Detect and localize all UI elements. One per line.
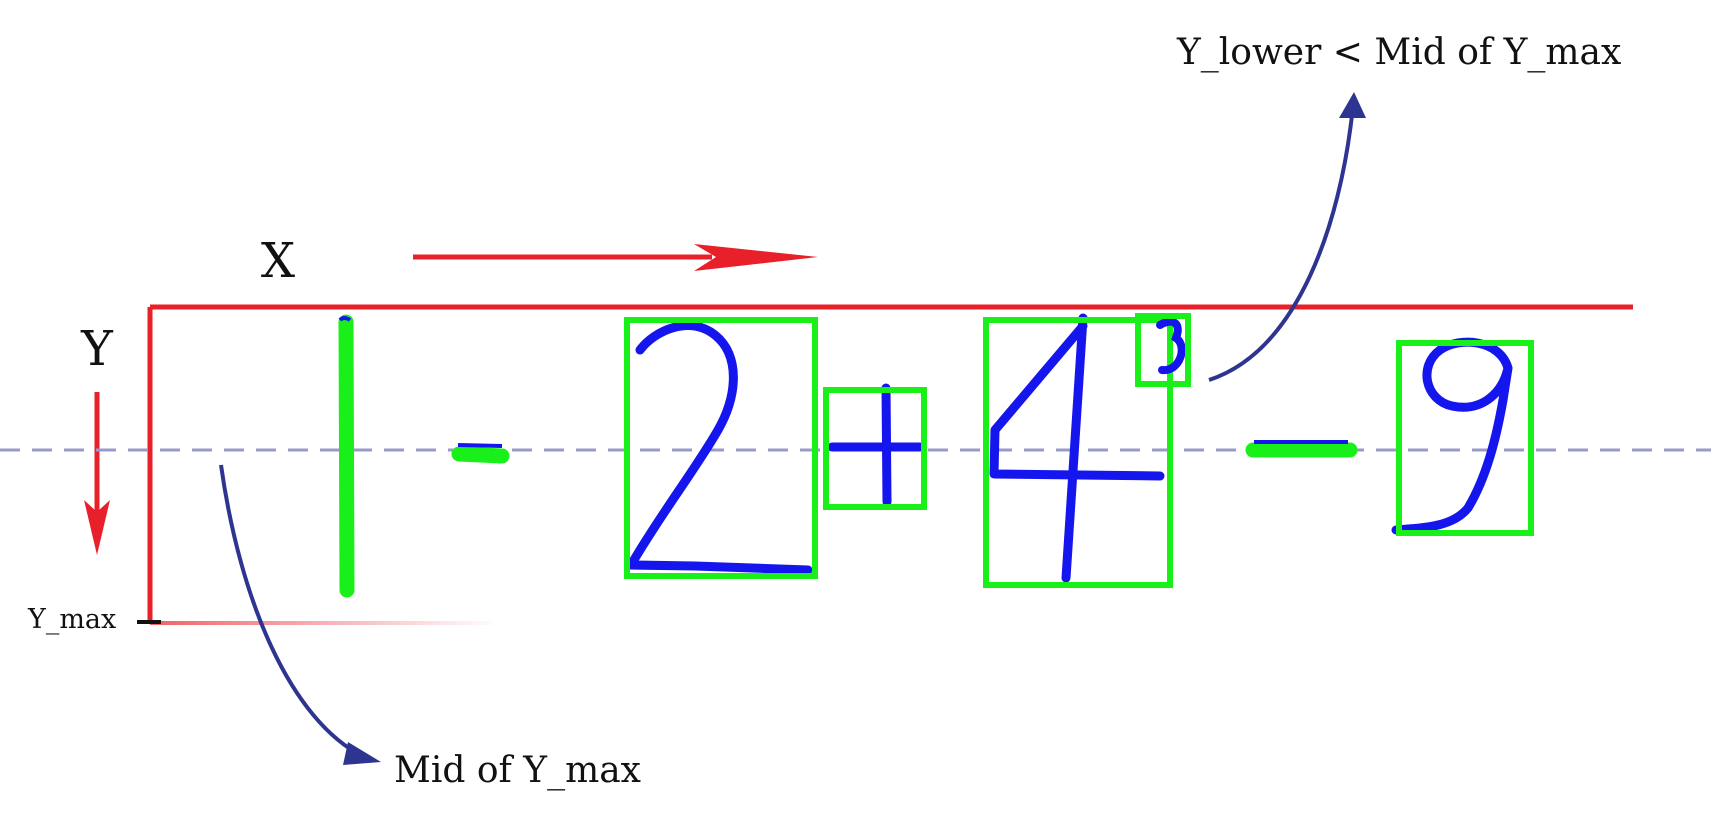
plus-sign-symbol	[823, 383, 927, 510]
superscript-three-symbol	[1135, 313, 1191, 387]
mid-y-max-label: Mid of Y_max	[394, 750, 641, 791]
minus-sign-symbol	[451, 443, 510, 464]
y-axis-label: Y	[80, 321, 114, 377]
image-frame-axes	[147, 304, 1633, 624]
y-lower-callout-arrow	[1208, 92, 1366, 382]
digit-one-symbol	[338, 314, 355, 598]
mid-y-max-callout-arrow	[219, 464, 381, 765]
y-direction-arrow	[84, 392, 110, 555]
y-max-label: Y_max	[27, 604, 116, 635]
minus-sign-2-symbol	[1245, 440, 1358, 458]
x-axis-label: X	[261, 233, 295, 289]
digit-two-symbol	[624, 317, 818, 579]
x-direction-arrow	[413, 244, 818, 271]
y-lower-rule-label: Y_lower < Mid of Y_max	[1176, 32, 1621, 73]
digit-four-symbol	[983, 313, 1173, 588]
digit-nine-symbol	[1391, 337, 1534, 536]
y-max-marker	[137, 620, 500, 625]
